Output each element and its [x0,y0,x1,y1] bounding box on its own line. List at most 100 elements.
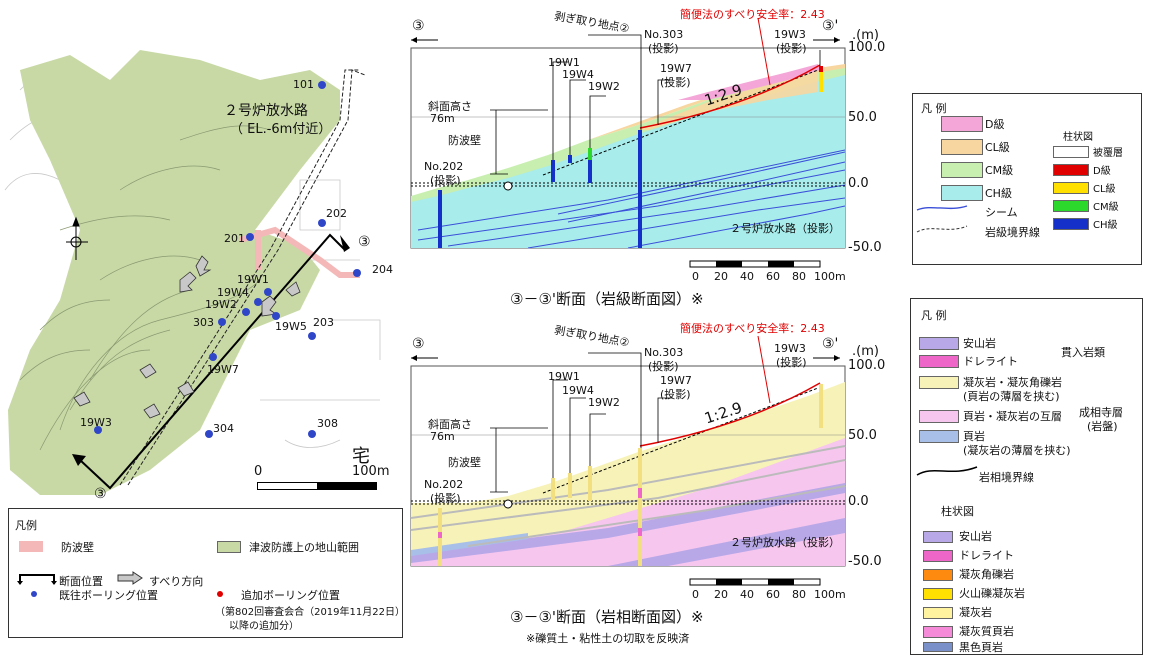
slide-arrow-1 [179,271,197,293]
slide-arrow-5 [139,363,157,379]
top-19w4: 19W4 [562,68,594,81]
bottom-right-mark: ③' [822,336,839,352]
bottom-note: ※礫質土・粘性土の切取を反映済 [526,632,690,645]
top-19w3: 19W3 [774,28,806,41]
slide-arrow-6 [177,381,195,397]
top-unit: .(m) [852,28,879,43]
top-no202-proj: (投影) [430,174,461,187]
bottom-section: ③ ③' .(m) 100.0 50.0 0.0 -50.0 簡便法のすべり安全… [408,318,908,659]
legend-c-tuff-shale: 凝灰質頁岩 [959,625,1014,638]
col-cover-swatch [1053,146,1089,158]
top-right-mark: ③' [822,18,839,34]
legend-formation: 成相寺層 [1079,406,1123,419]
bottom-no202-proj: (投影) [430,492,461,505]
top-left-mark: ③ [412,18,425,34]
map-point-303: 303 [193,316,214,329]
legend-c-dolerite: ドレライト [959,549,1014,562]
top-slope-height: 斜面高さ [428,100,472,113]
top-19w1: 19W1 [548,56,580,69]
map-legend-mountain: 津波防護上の地山範囲 [249,541,359,554]
legend-c-lapilli: 火山礫凝灰岩 [959,587,1025,600]
bottom-left-mark: ③ [412,336,425,352]
top-y-0: 0.0 [848,176,869,191]
top-y-50: 50.0 [848,110,877,125]
col-d-swatch [1053,164,1089,176]
map-legend-note1: （第802回審査会合（2019年11月22日） [215,607,405,618]
rock-legend-title: 凡 例 [921,102,947,115]
c-black-shale-swatch [923,642,953,652]
bottom-19w3: 19W3 [774,342,806,355]
map-point-19w5: 19W5 [275,320,307,333]
top-slope-height-val: 76m [430,112,455,125]
map-title-1: ２号炉放水路 [224,103,308,119]
legend-shale-tuff: 頁岩・凝灰岩の互層 [963,410,1062,423]
legend-tuff-breccia-sub: (頁岩の薄層を挟む) [963,390,1060,403]
mountain-swatch [217,541,241,553]
top-no303-proj: (投影) [648,42,679,55]
map-section-mark-end: ③ [358,234,371,250]
c-tuff-swatch [923,607,953,619]
c-lapilli-swatch [923,588,953,600]
top-outfall: ２号炉放水路（投影） [730,222,840,235]
slide-arrow-2 [195,255,212,277]
bottom-19w7-proj: (投影) [660,388,691,401]
top-y-100: 100.0 [848,40,886,55]
bottom-y-0: 0.0 [848,494,869,509]
legend-shale-sub: (凝灰岩の薄層を挟む) [963,444,1071,457]
top-no303: No.303 [644,28,684,41]
top-19w3-proj: (投影) [776,42,807,55]
legend-tuff-breccia: 凝灰岩・凝灰角礫岩 [963,376,1062,389]
top-section-svg [410,17,846,268]
legend-c-andesite: 安山岩 [959,530,992,543]
top-x-100: 100m [814,270,846,283]
map-legend-seawall: 防波壁 [61,541,94,554]
map-legend-note2: 以降の追加分） [229,621,299,632]
top-19w7-proj: (投影) [660,76,691,89]
top-y-neg50: -50.0 [848,240,882,255]
site-map: ２号炉放水路 （ EL.-6m付近） 101 202 201 204 19W1 … [0,30,410,510]
map-point-19w3: 19W3 [80,416,112,429]
legend-col-title: 柱状図 [1063,132,1093,143]
top-seawall: 防波壁 [448,134,481,147]
alt-swatch [919,410,959,423]
map-legend-slide: すべり方向 [149,575,204,588]
c-andesite-swatch [923,531,953,543]
bottom-y-50: 50.0 [848,428,877,443]
legend-shale: 頁岩 [963,430,985,443]
map-point-203: 203 [313,316,334,329]
rock-class-legend: 凡 例 D級 CL級 CM級 CH級 シーム 岩級境界線 柱状図 被覆層 D級 … [912,93,1142,265]
bottom-unit: .(m) [852,344,879,359]
bottom-x-60: 60 [766,588,780,601]
top-safety: 簡便法のすべり安全率：2.43 [680,8,825,21]
added-boring-dot [217,591,223,597]
map-scale-end: 100m [352,464,390,479]
mountain-area [8,50,340,495]
slide-dir-icon [117,571,143,585]
bottom-19w4: 19W4 [562,384,594,397]
legend-col-cover: 被覆層 [1093,148,1123,159]
bottom-x-0: 0 [692,588,699,601]
legend-cm: CM級 [985,164,1014,177]
c-dolerite-swatch [923,550,953,562]
top-19w7: 19W7 [660,62,692,75]
bottom-x-20: 20 [714,588,728,601]
bottom-19w7: 19W7 [660,374,692,387]
map-point-19w7: 19W7 [207,363,239,376]
legend-col-ch: CH級 [1093,220,1118,231]
bottom-outfall: ２号炉放水路（投影） [730,536,840,549]
legend-seam: シーム [985,206,1018,219]
top-x-80: 80 [792,270,806,283]
d-swatch [941,116,983,132]
legend-ch: CH級 [985,187,1012,200]
col-cl-swatch [1053,182,1089,194]
map-point-308: 308 [317,417,338,430]
map-point-201: 201 [224,232,245,245]
section-line [79,233,346,490]
existing-boring-dot [31,591,37,597]
seawall-swatch [19,541,43,552]
bottom-x-40: 40 [740,588,754,601]
slide-arrow-4 [285,281,301,297]
map-svg [4,50,381,495]
map-char: 宅 [352,446,370,467]
legend-litho-boundary: 岩相境界線 [979,471,1034,484]
